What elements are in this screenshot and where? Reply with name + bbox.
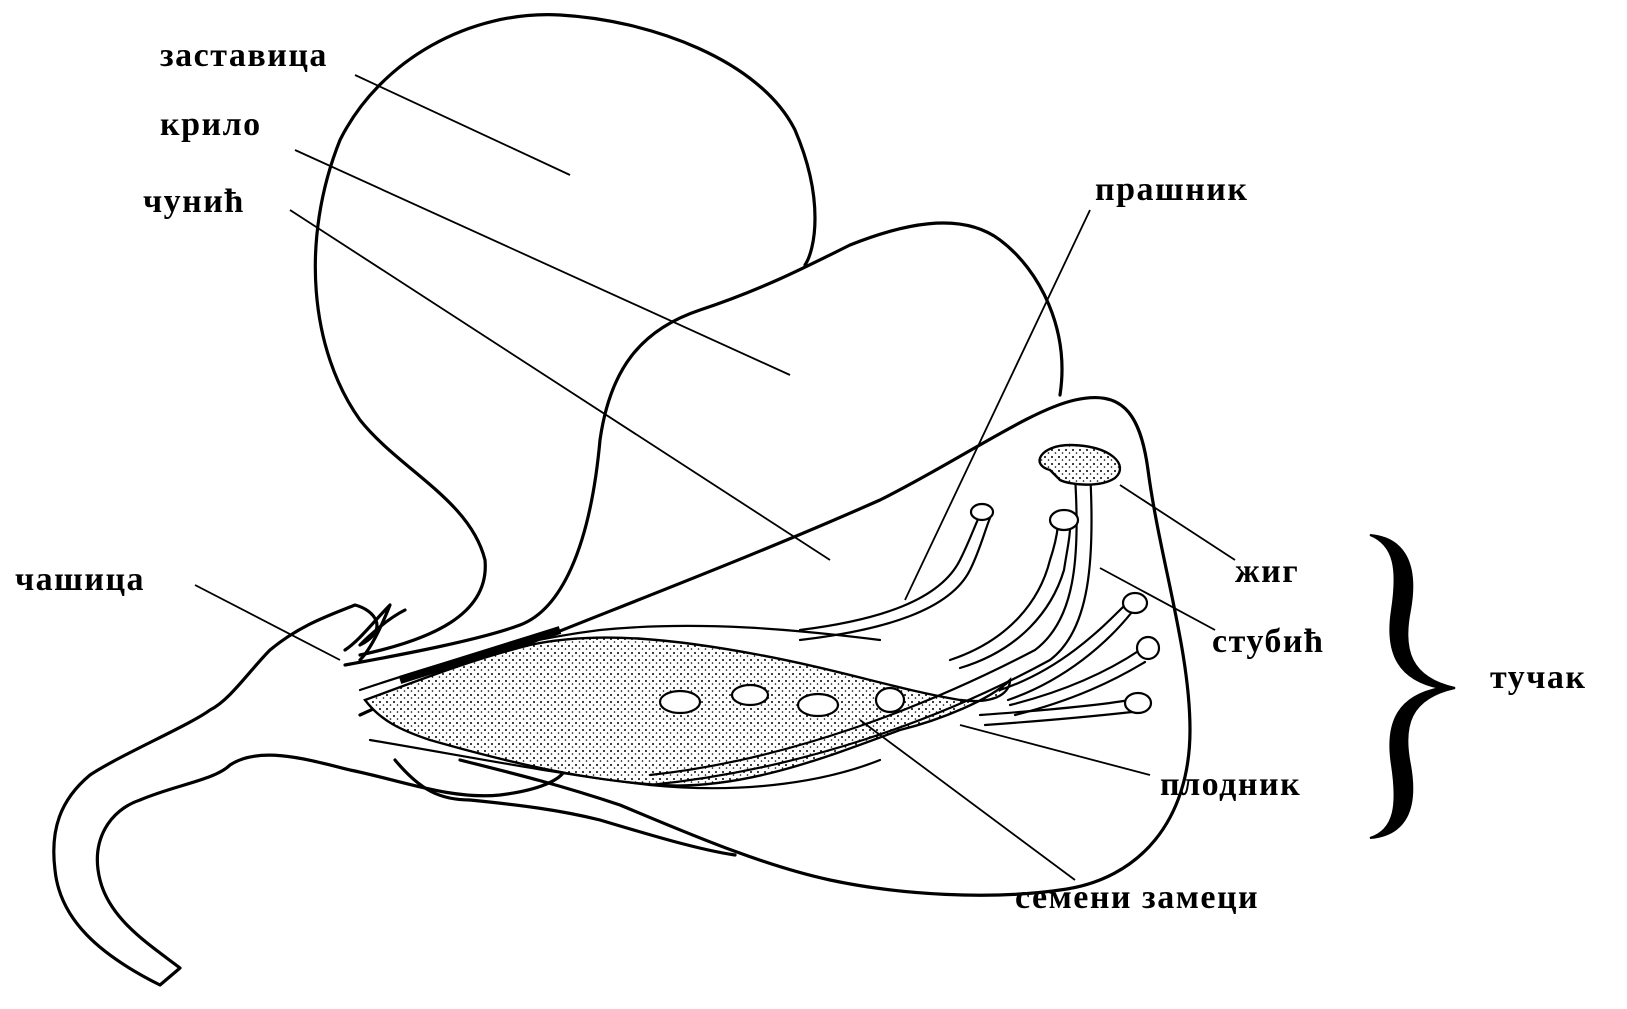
leader-cunic xyxy=(290,210,830,560)
ovule xyxy=(876,688,904,712)
anther xyxy=(1123,593,1147,613)
calyx-tooth xyxy=(345,605,390,660)
label-krilo: крило xyxy=(160,106,262,143)
leader-stubic xyxy=(1100,568,1215,630)
stamen-filament xyxy=(800,518,990,640)
label-plodnik: плодник xyxy=(1160,766,1301,803)
leader-plodnik xyxy=(960,725,1150,775)
wing-petal xyxy=(345,223,1062,665)
leader-casica xyxy=(195,585,340,660)
ovule xyxy=(798,694,838,716)
label-zastavica: заставица xyxy=(160,37,328,74)
label-prasnik: прашник xyxy=(1095,171,1248,208)
anther xyxy=(1125,693,1151,713)
ovule xyxy=(732,685,768,705)
label-zig: жиг xyxy=(1235,553,1299,590)
ovule xyxy=(660,691,700,713)
leader-krilo xyxy=(295,150,790,375)
anther xyxy=(1050,510,1078,530)
stamen-filament xyxy=(800,515,980,630)
leader-zastavica xyxy=(355,75,570,175)
label-tucak: тучак xyxy=(1490,659,1587,696)
label-semeni-zameci: семени замеци xyxy=(1015,879,1259,916)
label-casica: чашица xyxy=(15,561,145,598)
label-cunic: чунић xyxy=(143,183,245,220)
anther xyxy=(971,504,993,520)
leader-zig xyxy=(1120,485,1235,560)
leader-semeni-zameci xyxy=(860,720,1075,880)
label-stubic: стубић xyxy=(1212,623,1324,660)
anther xyxy=(1137,637,1159,659)
stigma xyxy=(1040,445,1120,485)
pistil-brace xyxy=(1370,535,1455,838)
